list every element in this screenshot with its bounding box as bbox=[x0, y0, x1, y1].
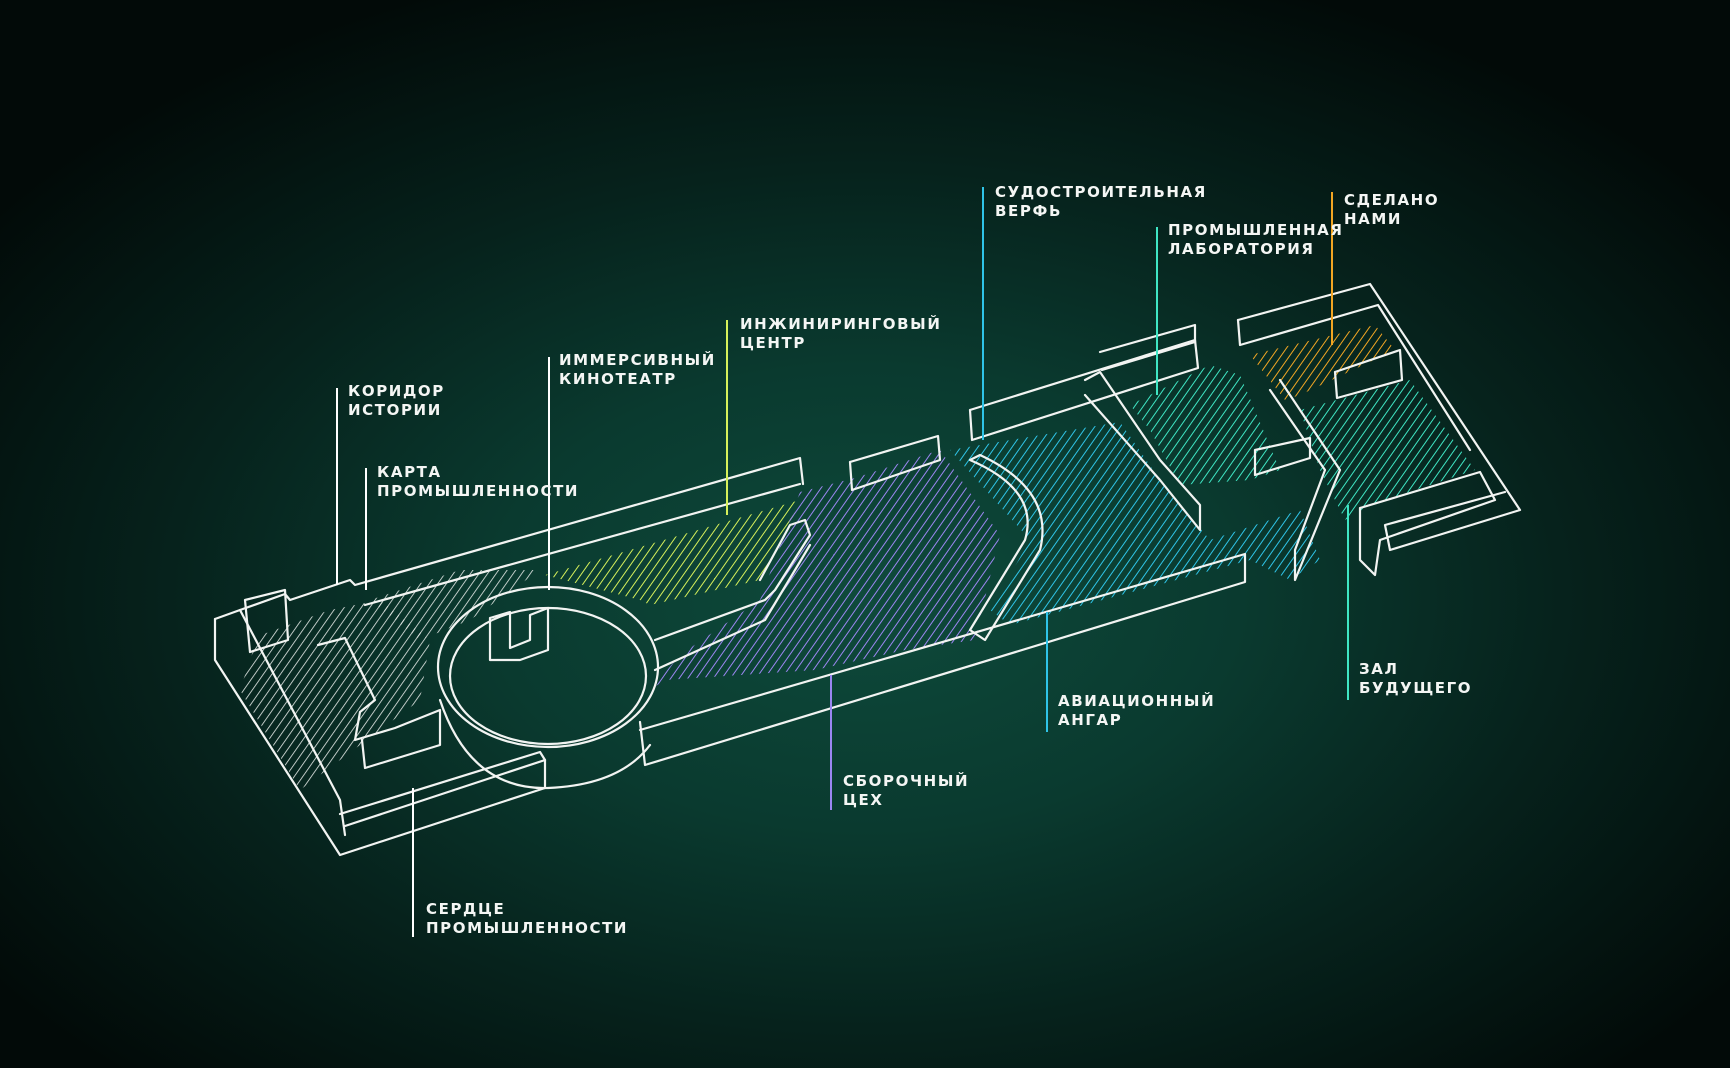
main-front-wall bbox=[638, 552, 1247, 767]
heart-front-wall bbox=[338, 750, 547, 828]
zone-corridor-history bbox=[370, 570, 540, 640]
wall-segment-mid bbox=[848, 434, 942, 492]
right-outer-frame bbox=[1236, 282, 1522, 552]
cinema-base bbox=[438, 698, 652, 790]
zone-engineering-center bbox=[545, 500, 800, 605]
zone-industrial-lab bbox=[1130, 365, 1280, 485]
right-mid-block bbox=[1333, 348, 1404, 400]
history-block bbox=[243, 588, 290, 654]
curved-partition bbox=[968, 453, 1044, 642]
zone-aviation-hangar bbox=[950, 422, 1320, 625]
right-top-inner bbox=[1236, 303, 1472, 452]
zone-hall-of-future bbox=[1300, 380, 1475, 520]
shipyard-wall bbox=[968, 338, 1200, 442]
heart-blocks bbox=[316, 636, 442, 770]
right-bottom-block bbox=[1358, 470, 1497, 577]
lab-wall bbox=[1098, 323, 1197, 372]
shipyard-diagonal bbox=[1083, 370, 1202, 532]
floor-zones bbox=[240, 325, 1475, 790]
cinema-screen-block bbox=[488, 606, 550, 662]
building-walls bbox=[213, 282, 1522, 857]
leader-lines bbox=[336, 187, 1349, 937]
zone-heart-of-industry bbox=[240, 600, 430, 790]
right-divider-block bbox=[1253, 436, 1312, 477]
left-inner-wall bbox=[213, 608, 347, 837]
right-diagonal-wall bbox=[1268, 378, 1342, 582]
zone-made-by-us bbox=[1250, 325, 1395, 400]
corridor-divider-2 bbox=[653, 543, 812, 672]
zone-assembly-shop bbox=[650, 450, 1000, 690]
corridor-divider bbox=[653, 518, 812, 642]
left-outer-wall bbox=[213, 617, 547, 857]
